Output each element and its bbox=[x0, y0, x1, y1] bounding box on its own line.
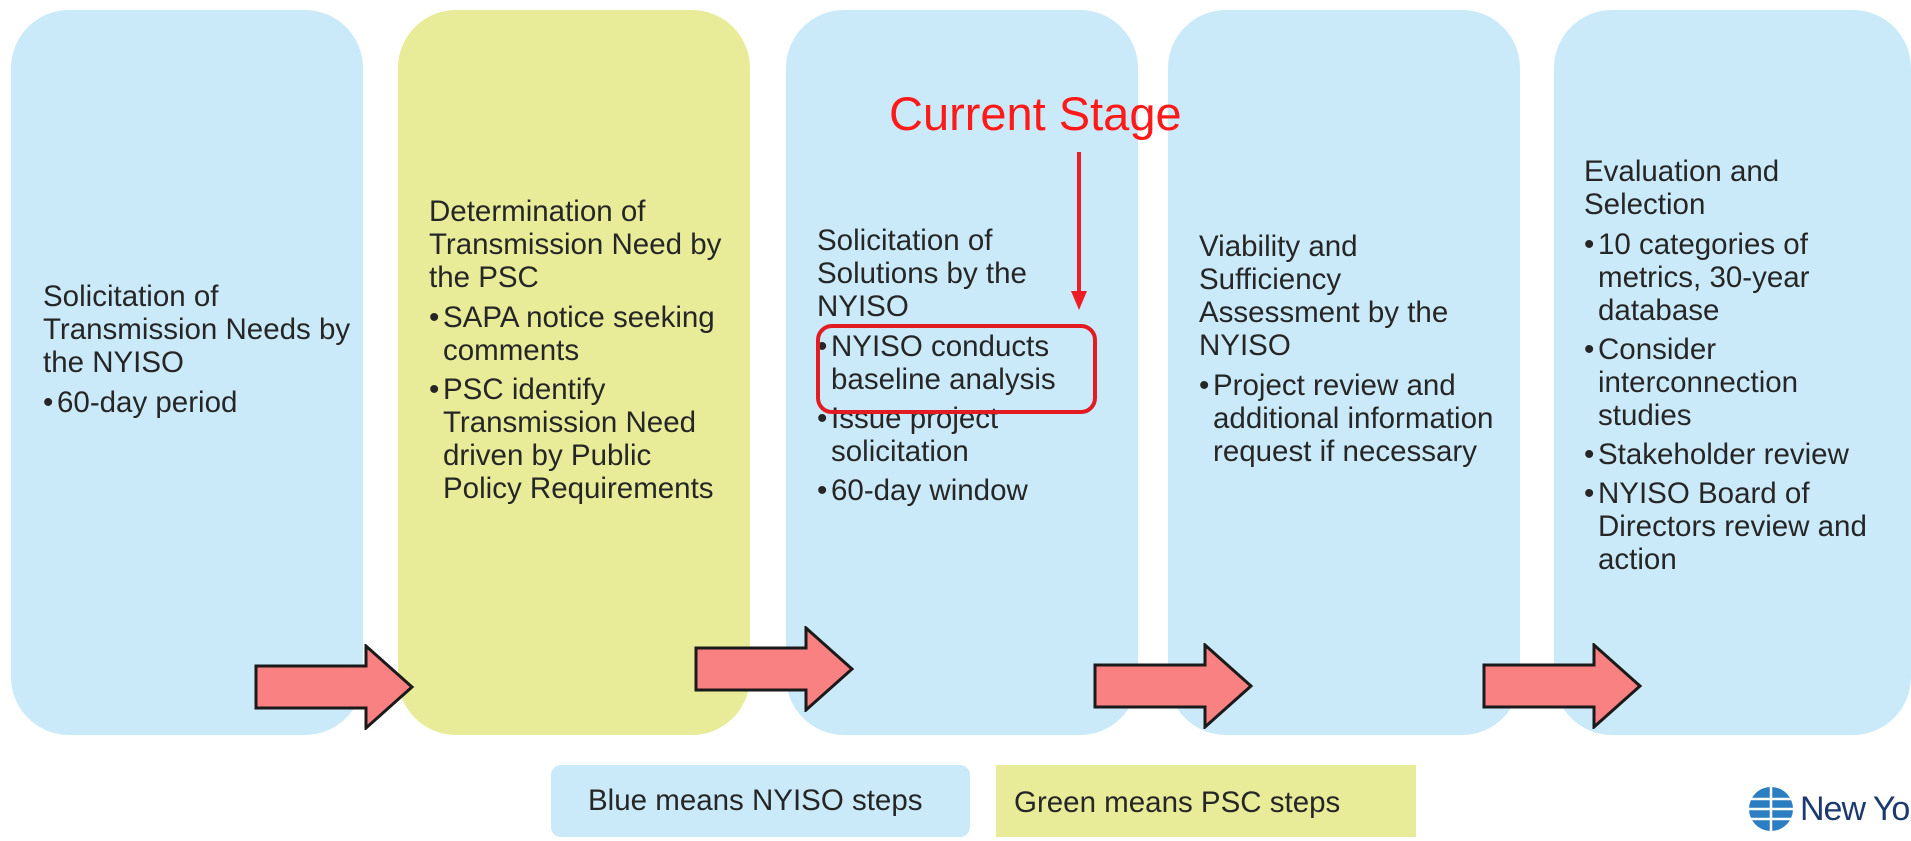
stage-bullets: SAPA notice seeking comments PSC identif… bbox=[429, 301, 729, 505]
current-step-highlight-box bbox=[816, 324, 1097, 414]
stage-viability-assessment: Viability and Sufficiency Assessment by … bbox=[1168, 10, 1520, 735]
stage-bullets: 60-day period bbox=[43, 386, 363, 419]
flow-arrow-icon bbox=[1482, 643, 1643, 729]
stage-bullet: SAPA notice seeking comments bbox=[429, 301, 729, 367]
flow-arrow-icon bbox=[694, 626, 855, 712]
stage-text: Determination of Transmission Need by th… bbox=[429, 195, 729, 511]
stage-title: Determination of Transmission Need by th… bbox=[429, 195, 722, 294]
stage-bullet: 60-day period bbox=[43, 386, 363, 419]
stage-bullet: NYISO Board of Directors review and acti… bbox=[1584, 477, 1884, 576]
stage-text: Evaluation and Selection 10 categories o… bbox=[1584, 155, 1884, 582]
stage-solicitation-of-needs: Solicitation of Transmission Needs by th… bbox=[11, 10, 363, 735]
stage-bullet-highlighted: NYISO conducts baseline analysis bbox=[817, 330, 1067, 396]
stage-bullet: Consider interconnection studies bbox=[1584, 333, 1884, 432]
stage-bullet: Issue project solicitation bbox=[817, 402, 1067, 468]
stage-title: Evaluation and Selection bbox=[1584, 155, 1780, 221]
stage-title: Solicitation of Solutions by the NYISO bbox=[817, 224, 1027, 323]
stage-text: Solicitation of Transmission Needs by th… bbox=[43, 280, 363, 425]
flow-arrow-icon bbox=[254, 644, 415, 730]
stage-determination-of-need: Determination of Transmission Need by th… bbox=[398, 10, 750, 735]
flow-arrow-icon bbox=[1093, 643, 1254, 729]
stage-bullet: PSC identify Transmission Need driven by… bbox=[429, 373, 729, 505]
legend-blue: Blue means NYISO steps bbox=[551, 765, 970, 837]
stage-evaluation-and-selection: Evaluation and Selection 10 categories o… bbox=[1554, 10, 1911, 735]
stage-bullets: 10 categories of metrics, 30-year databa… bbox=[1584, 228, 1884, 576]
stage-text: Viability and Sufficiency Assessment by … bbox=[1199, 230, 1499, 474]
stage-bullet: Stakeholder review bbox=[1584, 438, 1884, 471]
current-stage-label: Current Stage bbox=[889, 87, 1182, 140]
stage-bullets: NYISO conducts baseline analysis Issue p… bbox=[817, 330, 1067, 507]
stage-text: Solicitation of Solutions by the NYISO N… bbox=[817, 224, 1067, 513]
globe-logo-icon bbox=[1749, 787, 1793, 831]
stage-title: Viability and Sufficiency Assessment by … bbox=[1199, 230, 1449, 362]
stage-solicitation-of-solutions: Solicitation of Solutions by the NYISO N… bbox=[786, 10, 1138, 735]
stage-title: Solicitation of Transmission Needs by th… bbox=[43, 280, 351, 379]
logo: New York bbox=[1748, 784, 1911, 834]
logo-text: New York bbox=[1800, 789, 1911, 828]
legend-green: Green means PSC steps bbox=[996, 765, 1416, 837]
current-stage-pointer-arrow-icon bbox=[1071, 152, 1087, 310]
stage-bullet: 60-day window bbox=[817, 474, 1067, 507]
stage-bullet: 10 categories of metrics, 30-year databa… bbox=[1584, 228, 1884, 327]
stage-bullets: Project review and additional informatio… bbox=[1199, 369, 1499, 468]
stage-bullet: Project review and additional informatio… bbox=[1199, 369, 1499, 468]
